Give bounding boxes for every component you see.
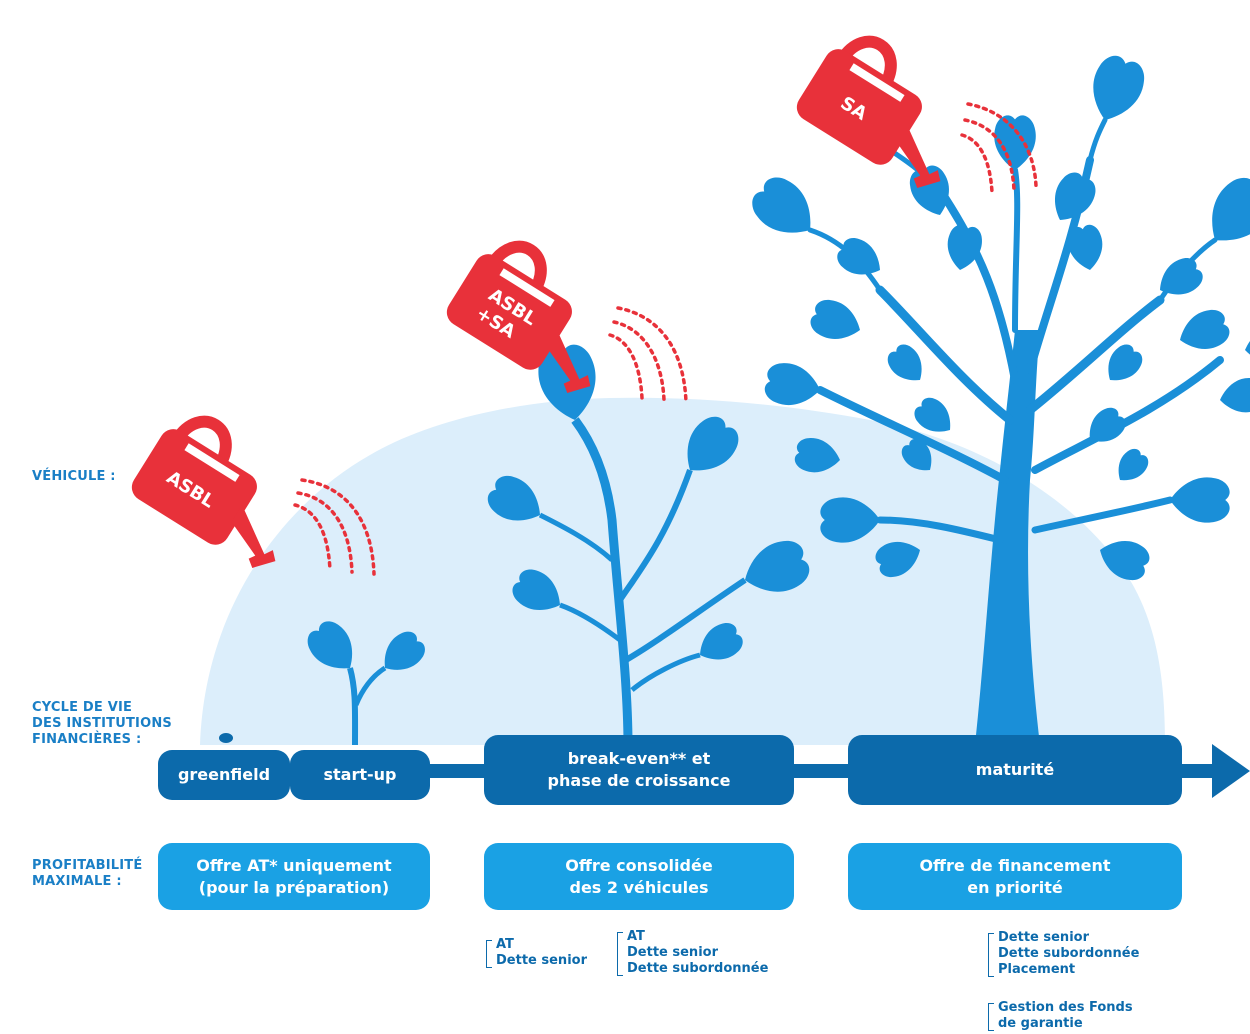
watering-can-asbl-sa-icon: ASBL +SA	[442, 229, 635, 403]
products-maturity-guarantee: Gestion des Fonds de garantie	[988, 1000, 1133, 1032]
products-breakeven-right: AT Dette senior Dette subordonnée	[617, 929, 768, 977]
tree-icon	[744, 50, 1250, 745]
profitability-label: PROFITABILITÉ MAXIMALE :	[32, 858, 143, 889]
sprout-icon	[301, 615, 431, 746]
products-breakeven-left: AT Dette senior	[486, 937, 587, 969]
stage-greenfield: greenfield	[158, 750, 290, 800]
offer-at-only: Offre AT* uniquement (pour la préparatio…	[158, 843, 430, 910]
lifecycle-label: CYCLE DE VIE DES INSTITUTIONS FINANCIÈRE…	[32, 700, 172, 747]
stage-maturity: maturité	[848, 735, 1182, 805]
watering-can-asbl-icon: ASBL	[127, 404, 320, 578]
offer-consolidated: Offre consolidée des 2 véhicules	[484, 843, 794, 910]
water-drops-asbl	[293, 478, 376, 576]
seed-icon	[219, 733, 233, 743]
water-drops-sa	[960, 102, 1038, 194]
vehicle-label: VÉHICULE :	[32, 469, 116, 484]
products-maturity-main: Dette senior Dette subordonnée Placement	[988, 930, 1139, 978]
water-drops-asbl-sa	[608, 306, 688, 404]
stage-breakeven: break-even** et phase de croissance	[484, 735, 794, 805]
watering-can-sa-icon: SA	[792, 24, 985, 198]
background-hill	[200, 397, 1165, 745]
offer-financing: Offre de financement en priorité	[848, 843, 1182, 910]
plant-icon	[482, 341, 815, 746]
stage-startup: start-up	[290, 750, 430, 800]
timeline-arrowhead	[1212, 744, 1250, 798]
